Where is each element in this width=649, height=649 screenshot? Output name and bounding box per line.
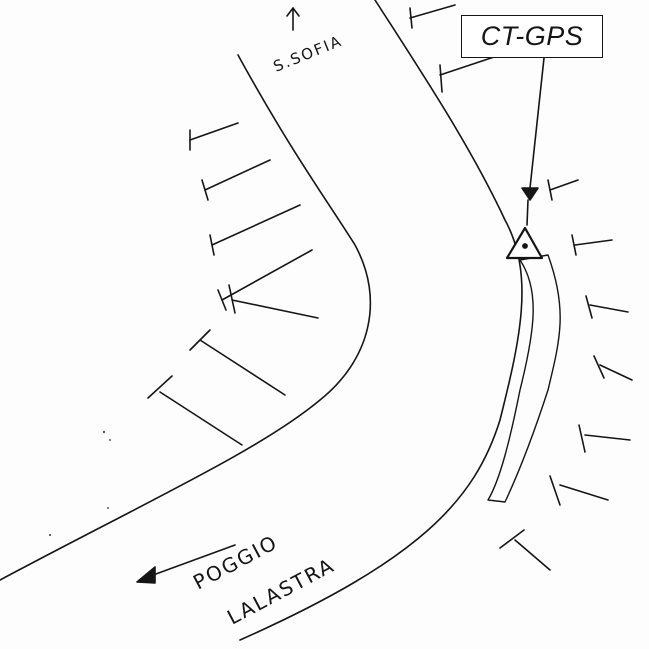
station-label: CT-GPS: [480, 21, 584, 51]
hatched-embankment: [487, 254, 561, 503]
gps-station-triangle-icon: [505, 226, 544, 260]
road-edge-outer: [239, 0, 523, 641]
stray-marks: [48, 430, 111, 537]
direction-north-label: S.SOFIA: [271, 32, 345, 76]
right-slope-marks: [409, 4, 633, 571]
road-edge-inner: [0, 54, 372, 581]
north-arrow-icon: [286, 7, 300, 31]
station-pointer-arrow: [521, 57, 545, 226]
southwest-arrow-icon: [136, 544, 236, 584]
station-label-box: CT-GPS: [461, 15, 603, 58]
left-slope-marks: [147, 122, 319, 446]
